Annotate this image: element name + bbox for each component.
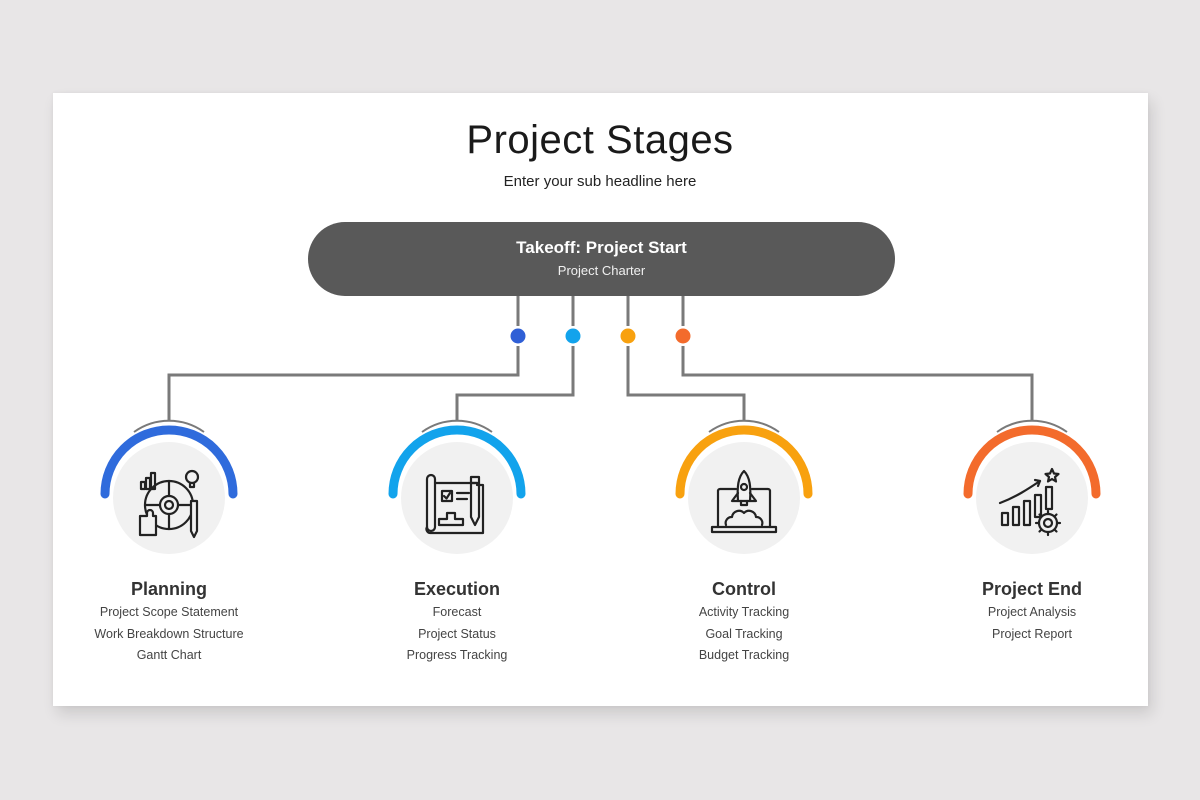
slide-canvas bbox=[53, 93, 1148, 706]
stage-item: Work Breakdown Structure bbox=[94, 626, 244, 641]
blueprint-icon bbox=[425, 473, 485, 535]
stage-item: Project Report bbox=[992, 626, 1072, 641]
stage-item: Gantt Chart bbox=[136, 648, 202, 662]
start-node: Takeoff: Project Start Project Charter bbox=[308, 222, 895, 296]
rocket-laptop-icon bbox=[710, 469, 778, 534]
stage-item: Activity Tracking bbox=[698, 605, 790, 619]
page-subtitle: Enter your sub headline here bbox=[503, 173, 697, 190]
stage-items: Forecast Project Status Progress Trackin… bbox=[337, 604, 577, 669]
start-node-subtitle: Project Charter bbox=[557, 263, 646, 278]
stage-item: Forecast bbox=[432, 605, 482, 619]
stage-item: Goal Tracking bbox=[705, 626, 783, 641]
stage-name: Control bbox=[712, 579, 776, 599]
stage-name: Execution bbox=[413, 579, 501, 599]
stage-items: Project Scope Statement Work Breakdown S… bbox=[49, 604, 289, 669]
cap-arc bbox=[133, 419, 205, 433]
growth-chart-icon bbox=[998, 467, 1062, 537]
dot-project-end bbox=[675, 328, 691, 344]
stage-items: Project Analysis Project Report bbox=[912, 604, 1152, 647]
page-title: Project Stages bbox=[466, 118, 734, 162]
dot-execution bbox=[565, 328, 581, 344]
stage-item: Progress Tracking bbox=[406, 648, 508, 662]
dot-control bbox=[620, 328, 636, 344]
start-node-title: Takeoff: Project Start bbox=[516, 238, 687, 257]
planning-gear-icon bbox=[138, 469, 200, 539]
stage-name: Planning bbox=[131, 579, 207, 599]
stage-items: Activity Tracking Goal Tracking Budget T… bbox=[624, 604, 864, 669]
stage-item: Budget Tracking bbox=[698, 648, 790, 662]
stage-item: Project Status bbox=[418, 626, 496, 641]
stage-name: Project End bbox=[981, 579, 1083, 599]
stage-item: Project Scope Statement bbox=[99, 605, 239, 619]
dot-planning bbox=[510, 328, 526, 344]
stage-item: Project Analysis bbox=[987, 605, 1077, 619]
